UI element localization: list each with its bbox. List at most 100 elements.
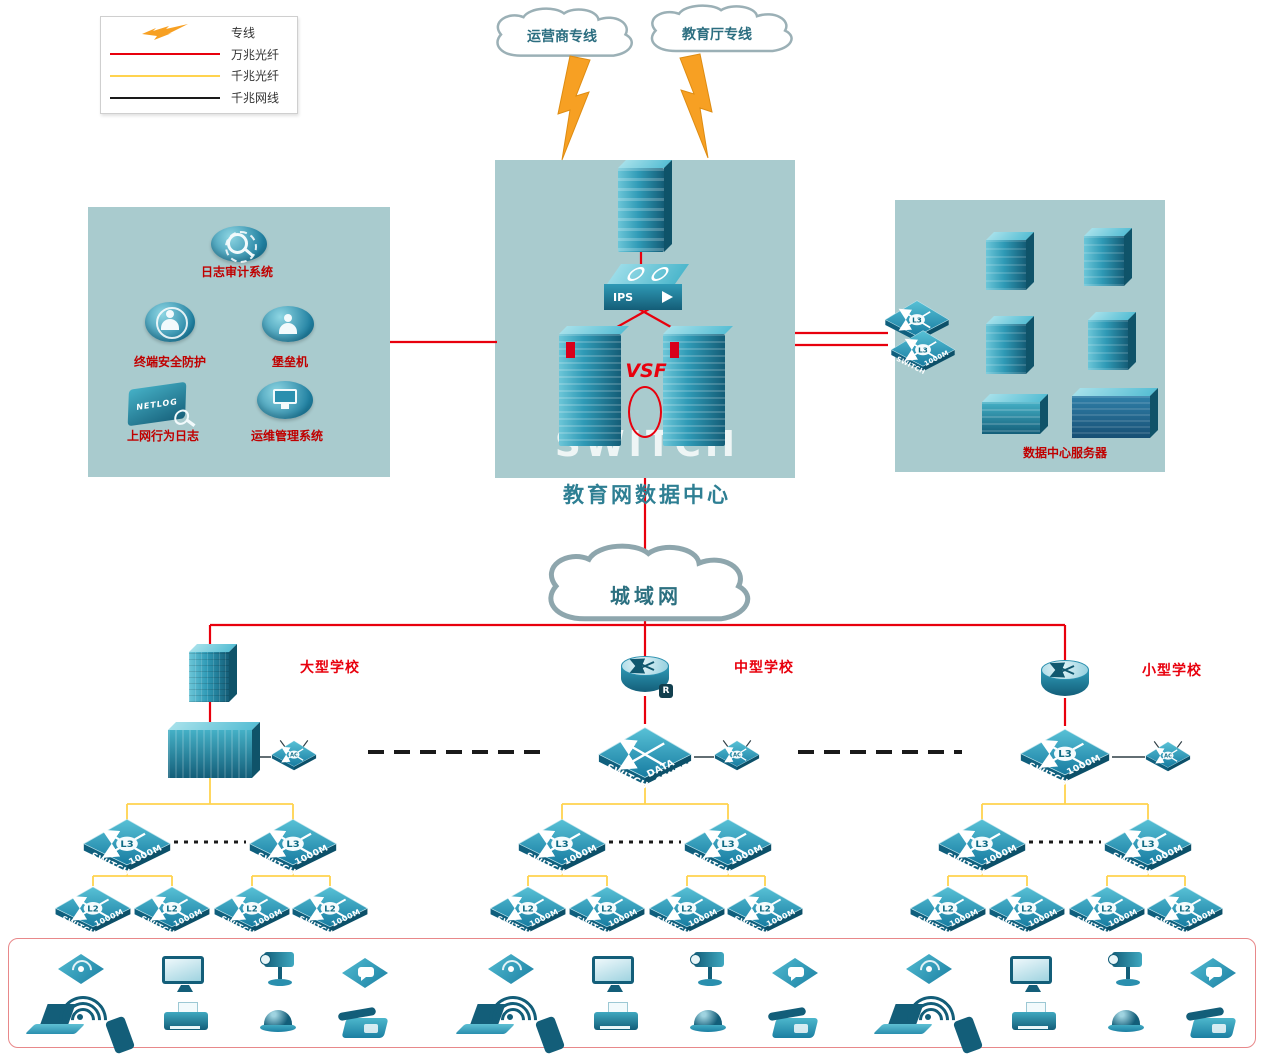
- server-icon: [986, 240, 1026, 290]
- bastion-host-label: 堡垒机: [271, 355, 308, 369]
- carrier-cloud-label: 运营商专线: [527, 29, 597, 45]
- svg-text:L2: L2: [1179, 903, 1191, 913]
- svg-text:L2: L2: [601, 903, 613, 913]
- medium-school-router-icon: R: [621, 656, 673, 698]
- server-icon: [1084, 236, 1124, 286]
- desktop-monitor-icon: [592, 956, 638, 998]
- large-school-core-switch-icon: [168, 730, 252, 778]
- svg-text:L2: L2: [942, 903, 954, 913]
- svg-text:AC: AC: [733, 752, 741, 758]
- server-icon: [986, 324, 1026, 374]
- netlog-device-icon: NETLOG: [127, 381, 190, 427]
- telephone-icon: [767, 1006, 820, 1042]
- log-audit-icon: [211, 226, 267, 263]
- large-school-label: 大型学校: [300, 660, 360, 676]
- svg-text:AC: AC: [290, 752, 298, 758]
- message-device-icon: [342, 958, 388, 988]
- ptz-camera-icon: [258, 948, 304, 990]
- svg-text:L3: L3: [918, 345, 928, 354]
- vsf-switch-tower-icon: [559, 334, 621, 446]
- ips-top-face: [606, 264, 690, 284]
- ring: [156, 307, 188, 339]
- person-icon: [262, 306, 314, 342]
- legend-label: 千兆网线: [231, 91, 280, 106]
- printer-icon: [162, 1002, 212, 1040]
- telephone-icon: [1185, 1006, 1238, 1042]
- person-icon: [145, 302, 195, 342]
- ac-controller-icon: AC: [1145, 740, 1191, 776]
- lightning-bolt-carrier: [557, 55, 591, 161]
- education-cloud-label: 教育厅专线: [682, 27, 752, 43]
- svg-text:L3: L3: [721, 839, 734, 850]
- desktop-monitor-icon: [162, 956, 208, 998]
- endpoint-security-icon: [145, 302, 195, 342]
- ips-label: IPS: [613, 290, 634, 304]
- vsf-label: VSF: [625, 360, 667, 382]
- legend-item-1g-cable: 千兆网线: [107, 89, 291, 106]
- svg-text:L3: L3: [1058, 750, 1071, 761]
- svg-text:L3: L3: [286, 839, 299, 850]
- svg-text:AC: AC: [1164, 753, 1172, 759]
- svg-text:L2: L2: [522, 903, 534, 913]
- server-icon: [1088, 320, 1128, 370]
- legend-item-1g-fiber: 千兆光纤: [107, 67, 291, 84]
- svg-text:L3: L3: [555, 839, 568, 850]
- dome-camera-icon: [690, 1006, 728, 1038]
- black-line-swatch: [107, 96, 223, 99]
- legend: 专线 万兆光纤 千兆光纤 千兆网线: [100, 16, 298, 114]
- vsf-stack-ring: [628, 386, 662, 438]
- ptz-camera-icon: [688, 948, 734, 990]
- svg-text:L3: L3: [912, 315, 922, 324]
- lightning-bolt-education: [679, 53, 713, 159]
- svg-text:L2: L2: [759, 903, 771, 913]
- svg-text:L2: L2: [246, 903, 258, 913]
- desktop-monitor-icon: [1010, 956, 1056, 998]
- ips-arrow-icon: [662, 291, 673, 303]
- rack-server-icon: [982, 402, 1040, 434]
- red-line-swatch: [107, 53, 223, 56]
- printer-icon: [592, 1002, 642, 1040]
- svg-text:L3: L3: [120, 839, 133, 850]
- svg-text:L3: L3: [975, 839, 988, 850]
- wireless-ap-icon: [58, 954, 104, 985]
- server-panel-title: 数据中心服务器: [1022, 446, 1107, 460]
- datacenter-title: 教育网数据中心: [563, 483, 731, 507]
- monitor-icon: [273, 389, 297, 409]
- printer-icon: [1010, 1002, 1060, 1040]
- message-device-icon: [772, 958, 818, 988]
- vendor-logo: [670, 342, 679, 358]
- telephone-icon: [337, 1006, 390, 1042]
- wifi-signal-icon: [479, 986, 547, 1054]
- ips-front-face: IPS: [604, 284, 682, 310]
- wifi-signal-icon: [49, 986, 117, 1054]
- smartphone-icon: [104, 1015, 136, 1054]
- svg-text:L2: L2: [166, 903, 178, 913]
- vendor-logo: [566, 342, 575, 358]
- firewall-icon: [618, 168, 664, 252]
- ac-controller-icon: AC: [271, 739, 317, 775]
- ac-controller-icon: AC: [714, 739, 760, 775]
- wifi-signal-icon: [897, 986, 965, 1054]
- endpoint-group: [450, 940, 850, 1054]
- legend-item-dedicated-line: 专线: [107, 24, 291, 41]
- man-cloud-label: 城域网: [610, 584, 682, 608]
- endpoint-group: [868, 940, 1265, 1054]
- svg-text:L2: L2: [681, 903, 693, 913]
- legend-label: 专线: [231, 25, 256, 40]
- router-badge: R: [659, 684, 673, 698]
